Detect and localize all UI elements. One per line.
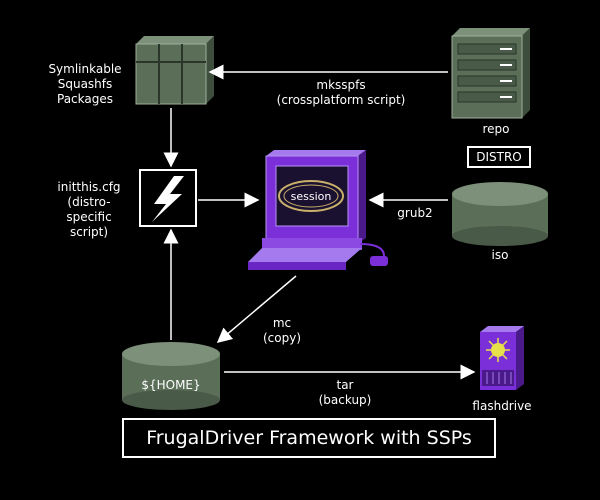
symlinkable-label: Symlinkable Squashfs Packages (48, 62, 122, 106)
grub2-label: grub2 (397, 206, 433, 220)
home-label: ${HOME} (141, 378, 201, 392)
flashdrive-icon (480, 326, 524, 390)
mc-label: mc (copy) (262, 316, 302, 345)
diagram-title: FrugalDriver Framework with SSPs (122, 418, 496, 458)
flashdrive-label: flashdrive (472, 399, 532, 413)
home-disk-icon (122, 342, 220, 410)
repo-label: repo (482, 122, 510, 136)
lightning-script-icon (139, 169, 197, 227)
session-label: session (290, 190, 332, 203)
computer-icon (248, 150, 388, 270)
arrow-computer-to-home (216, 275, 297, 343)
iso-disk-icon (452, 182, 548, 246)
repo-server-icon (451, 28, 530, 119)
distro-label: DISTRO (467, 146, 531, 168)
mksspfs-label: mksspfs (crossplatform script) (276, 78, 406, 107)
iso-label: iso (491, 248, 509, 262)
tar-label: tar (backup) (318, 378, 372, 407)
squashfs-packages-icon (135, 36, 214, 105)
initthis-label: initthis.cfg (distro- specific script) (57, 180, 121, 239)
